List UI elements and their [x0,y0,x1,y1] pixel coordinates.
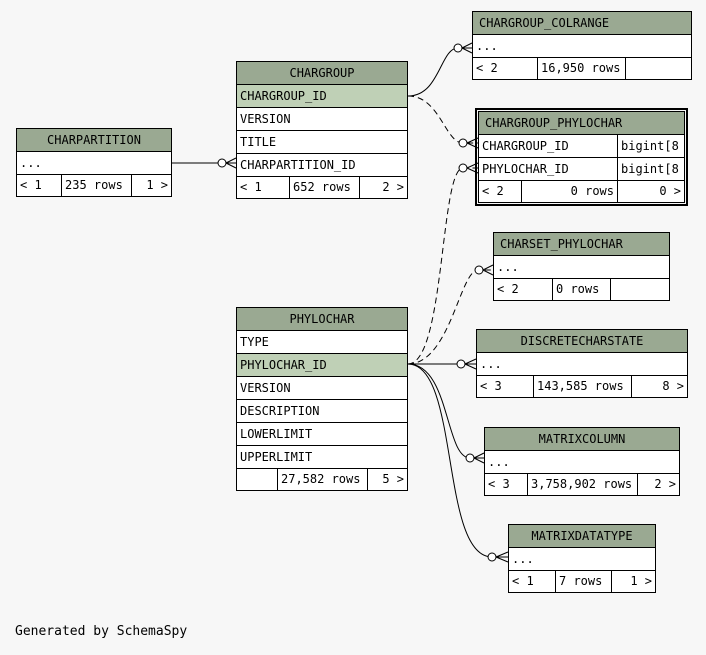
table-phylochar[interactable]: PHYLOCHAR TYPE PHYLOCHAR_ID VERSION DESC… [236,307,408,491]
column-ellipsis: ... [494,256,669,279]
parents-count[interactable]: < 3 [480,379,502,393]
edge-chargroup-colrange [407,47,472,97]
table-footer: < 2 16,950 rows [473,58,691,79]
children-count[interactable]: 5 > [367,469,407,490]
row-count: 3,758,902 rows [527,474,637,495]
parents-count[interactable]: < 2 [476,61,498,75]
column-name: CHARGROUP_ID [482,139,569,153]
table-header[interactable]: MATRIXDATATYPE [509,525,655,548]
column-type: bigint[8 [617,158,684,180]
children-count[interactable] [625,58,691,79]
table-discretecharstate[interactable]: DISCRETECHARSTATE ... < 3 143,585 rows 8… [476,329,688,398]
table-header[interactable]: CHARGROUP_COLRANGE [473,12,691,35]
column-phylochar-id[interactable]: PHYLOCHAR_ID bigint[8 [479,158,684,181]
column-ellipsis: ... [477,353,687,376]
edge-phylochar-matrixcolumn [407,363,484,459]
row-count: 235 rows [61,175,131,196]
row-count: 7 rows [555,571,611,592]
column-ellipsis: ... [473,35,691,58]
table-footer: < 3 143,585 rows 8 > [477,376,687,397]
children-count[interactable]: 1 > [131,175,171,196]
row-count: 652 rows [289,177,359,198]
column-name: PHYLOCHAR_ID [482,162,569,176]
table-header[interactable]: PHYLOCHAR [237,308,407,331]
column-type: bigint[8 [617,135,684,157]
column-ellipsis: ... [509,548,655,571]
row-count: 27,582 rows [277,469,367,490]
column-version[interactable]: VERSION [237,377,407,400]
column-version[interactable]: VERSION [237,108,407,131]
children-count[interactable]: 0 > [617,181,684,202]
parents-count[interactable]: < 2 [497,282,519,296]
parents-count[interactable]: < 2 [482,184,504,198]
row-count: 0 rows [552,279,610,300]
column-ellipsis: ... [17,152,171,175]
edge-chargroup-phylochar [407,95,478,144]
column-description[interactable]: DESCRIPTION [237,400,407,423]
column-chargroup-id[interactable]: CHARGROUP_ID [237,85,407,108]
table-charpartition[interactable]: CHARPARTITION ... < 1 235 rows 1 > [16,128,172,197]
table-chargroup-colrange[interactable]: CHARGROUP_COLRANGE ... < 2 16,950 rows [472,11,692,80]
children-count[interactable]: 8 > [631,376,687,397]
table-footer: < 1 7 rows 1 > [509,571,655,592]
table-header[interactable]: CHARGROUP_PHYLOCHAR [479,112,684,135]
parents-count[interactable]: < 3 [488,477,510,491]
children-count[interactable]: 2 > [359,177,407,198]
table-header[interactable]: CHARSET_PHYLOCHAR [494,233,669,256]
table-charset-phylochar[interactable]: CHARSET_PHYLOCHAR ... < 2 0 rows [493,232,670,301]
row-count: 0 rows [521,181,617,202]
table-footer: < 3 3,758,902 rows 2 > [485,474,679,495]
children-count[interactable] [610,279,669,300]
column-upperlimit[interactable]: UPPERLIMIT [237,446,407,469]
column-lowerlimit[interactable]: LOWERLIMIT [237,423,407,446]
column-chargroup-id[interactable]: CHARGROUP_ID bigint[8 [479,135,684,158]
column-ellipsis: ... [485,451,679,474]
column-title[interactable]: TITLE [237,131,407,154]
table-footer: < 2 0 rows [494,279,669,300]
table-footer: 27,582 rows 5 > [237,469,407,490]
table-header[interactable]: CHARPARTITION [17,129,171,152]
row-count: 143,585 rows [533,376,631,397]
parents-count[interactable]: < 1 [20,178,42,192]
table-matrixcolumn[interactable]: MATRIXCOLUMN ... < 3 3,758,902 rows 2 > [484,427,680,496]
children-count[interactable]: 1 > [611,571,655,592]
table-footer: < 1 235 rows 1 > [17,175,171,196]
parents-count[interactable]: < 1 [240,180,262,194]
table-header[interactable]: DISCRETECHARSTATE [477,330,687,353]
generated-by-credit: Generated by SchemaSpy [15,624,188,639]
column-phylochar-id[interactable]: PHYLOCHAR_ID [237,354,407,377]
table-header[interactable]: MATRIXCOLUMN [485,428,679,451]
table-chargroup-phylochar[interactable]: CHARGROUP_PHYLOCHAR CHARGROUP_ID bigint[… [475,108,688,206]
parents-count[interactable]: < 1 [512,574,534,588]
table-header[interactable]: CHARGROUP [237,62,407,85]
row-count: 16,950 rows [537,58,625,79]
parents-count[interactable] [240,469,276,490]
column-type[interactable]: TYPE [237,331,407,354]
table-footer: < 1 652 rows 2 > [237,177,407,198]
children-count[interactable]: 2 > [637,474,679,495]
table-matrixdatatype[interactable]: MATRIXDATATYPE ... < 1 7 rows 1 > [508,524,656,593]
edge-phylochar-matrixdatatype [407,363,508,558]
edge-phylochar-chargroup-phylochar [407,167,478,365]
table-chargroup[interactable]: CHARGROUP CHARGROUP_ID VERSION TITLE CHA… [236,61,408,199]
table-footer: < 2 0 rows 0 > [479,181,684,202]
column-charpartition-id[interactable]: CHARPARTITION_ID [237,154,407,177]
